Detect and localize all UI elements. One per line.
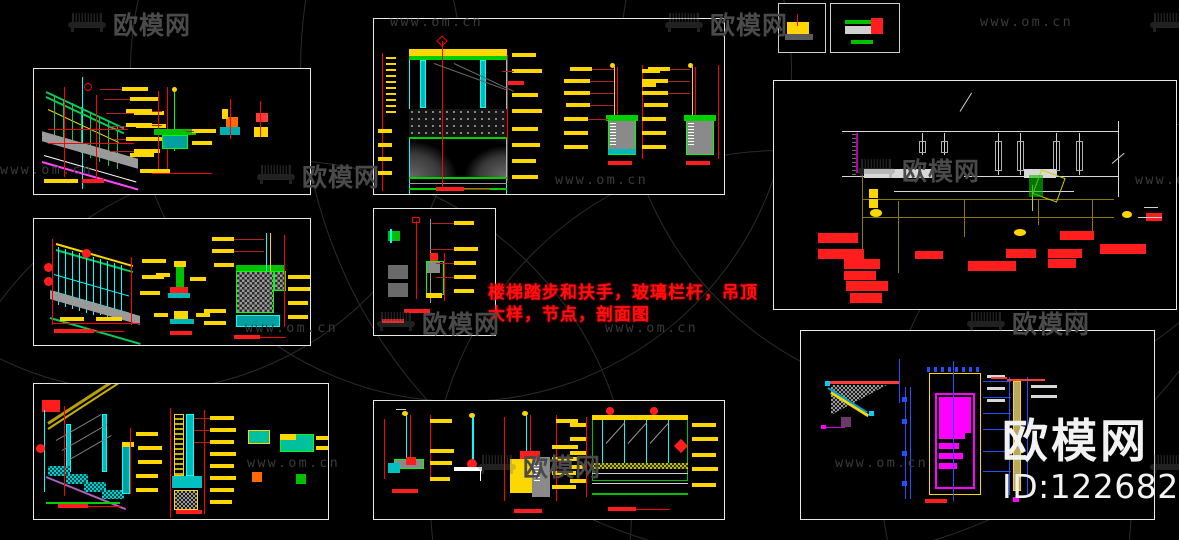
sofa-icon — [68, 12, 106, 32]
panel-stair-tread-section[interactable] — [33, 383, 329, 520]
watermark-logo-text: 欧模网 — [302, 163, 381, 192]
panel-magenta-detail[interactable] — [800, 330, 1155, 520]
drawing-title-text: 楼梯踏步和扶手，玻璃栏杆，吊顶 大样，节点，剖面图 — [488, 282, 758, 327]
panel-thumb-b[interactable] — [830, 3, 900, 53]
panel-ceiling-plan-section[interactable] — [773, 80, 1177, 310]
panel-railing-details[interactable] — [373, 400, 725, 520]
panel-ceiling-wall-section[interactable] — [373, 18, 725, 195]
panel-glass-balustrade[interactable] — [33, 218, 311, 346]
watermark-url: www.om.cn — [980, 14, 1073, 30]
sofa-icon — [967, 311, 1005, 331]
sofa-icon — [1148, 10, 1179, 39]
watermark-logo: 欧模网 — [66, 6, 191, 42]
watermark-logo-text: 欧模网 — [113, 11, 192, 40]
watermark-logo: 欧模网 — [1148, 6, 1179, 42]
panel-stair-handrail-iso[interactable] — [33, 68, 311, 195]
drawing-title-line1: 楼梯踏步和扶手，玻璃栏杆，吊顶 — [488, 283, 758, 303]
panel-node-small[interactable] — [373, 208, 496, 336]
panel-thumb-a[interactable] — [778, 3, 826, 53]
drawing-title-line2: 大样，节点，剖面图 — [488, 305, 650, 326]
sofa-icon — [66, 10, 108, 39]
sofa-icon — [1150, 12, 1179, 32]
